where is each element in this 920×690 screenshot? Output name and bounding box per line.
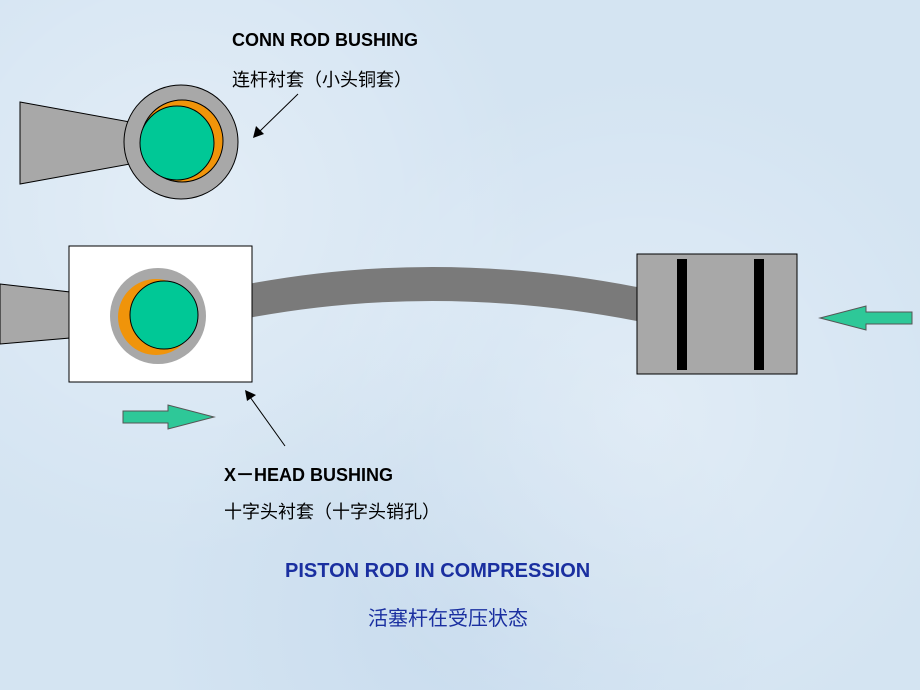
piston-assembly bbox=[636, 253, 798, 375]
xhead-bushing-label-zh: 十字头衬套（十字头销孔） bbox=[224, 502, 440, 523]
piston-ring-right bbox=[754, 259, 764, 370]
diagram-caption-zh: 活塞杆在受压状态 bbox=[368, 606, 528, 630]
xhead-leader bbox=[245, 390, 286, 447]
conn-rod-bushing-label: CONN ROD BUSHING bbox=[232, 30, 419, 50]
piston-rod bbox=[248, 266, 642, 322]
xhead-bushing-label: X－HEAD BUSHING bbox=[224, 465, 394, 485]
conn-rod-assembly bbox=[19, 84, 239, 200]
conn-rod-leader bbox=[253, 93, 299, 138]
conn-rod-pin bbox=[139, 105, 215, 181]
crosshead-assembly bbox=[0, 245, 253, 383]
conn-rod-shank bbox=[19, 101, 131, 185]
diagram-caption: PISTON ROD IN COMPRESSION bbox=[285, 560, 591, 582]
conn-rod-bushing-label-zh: 连杆衬套（小头铜套） bbox=[232, 70, 412, 91]
crosshead-pin bbox=[129, 280, 199, 350]
crosshead-shank bbox=[0, 283, 71, 345]
piston-ring-left bbox=[677, 259, 687, 370]
force-arrow-left-icon bbox=[818, 305, 913, 331]
piston-body bbox=[636, 253, 798, 375]
force-arrow-right-icon bbox=[122, 404, 216, 430]
